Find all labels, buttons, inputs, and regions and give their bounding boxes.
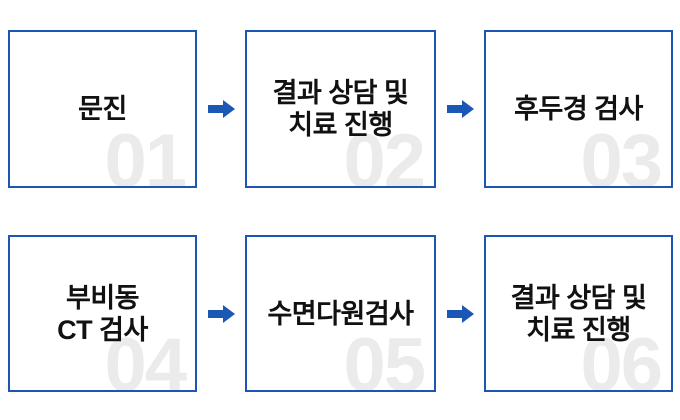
step-label-04: 부비동 CT 검사	[57, 282, 148, 345]
step-card-05: 05 수면다원검사	[245, 235, 436, 392]
flow-grid: 01 문진 02 결과 상담 및 치료 진행 03 후두경 검사 04 부비동 …	[8, 30, 673, 392]
step-label-06: 결과 상담 및 치료 진행	[510, 282, 647, 345]
arrow-cell-4	[436, 235, 484, 392]
step-number-watermark-06: 06	[580, 323, 663, 392]
step-card-04: 04 부비동 CT 검사	[8, 235, 197, 392]
step-label-03: 후두경 검사	[514, 94, 643, 124]
step-card-01: 01 문진	[8, 30, 197, 188]
step-card-02: 02 결과 상담 및 치료 진행	[245, 30, 436, 188]
step-number-watermark-04: 04	[104, 323, 187, 392]
arrow-cell-3	[197, 235, 245, 392]
step-label-01: 문진	[78, 94, 127, 124]
arrow-right-icon-4	[446, 304, 474, 323]
step-label-05: 수면다원검사	[267, 298, 414, 329]
step-card-06: 06 결과 상담 및 치료 진행	[484, 235, 673, 392]
step-number-watermark-01: 01	[104, 119, 187, 188]
step-number-watermark-05: 05	[343, 323, 426, 392]
step-number-watermark-02: 02	[343, 119, 426, 188]
arrow-cell-2	[436, 30, 484, 188]
step-card-03: 03 후두경 검사	[484, 30, 673, 188]
arrow-right-icon-1	[207, 100, 235, 118]
step-label-02: 결과 상담 및 치료 진행	[272, 78, 409, 140]
arrow-right-icon-3	[207, 304, 235, 323]
step-number-watermark-03: 03	[580, 119, 663, 188]
arrow-cell-1	[197, 30, 245, 188]
arrow-right-icon-2	[446, 100, 474, 118]
